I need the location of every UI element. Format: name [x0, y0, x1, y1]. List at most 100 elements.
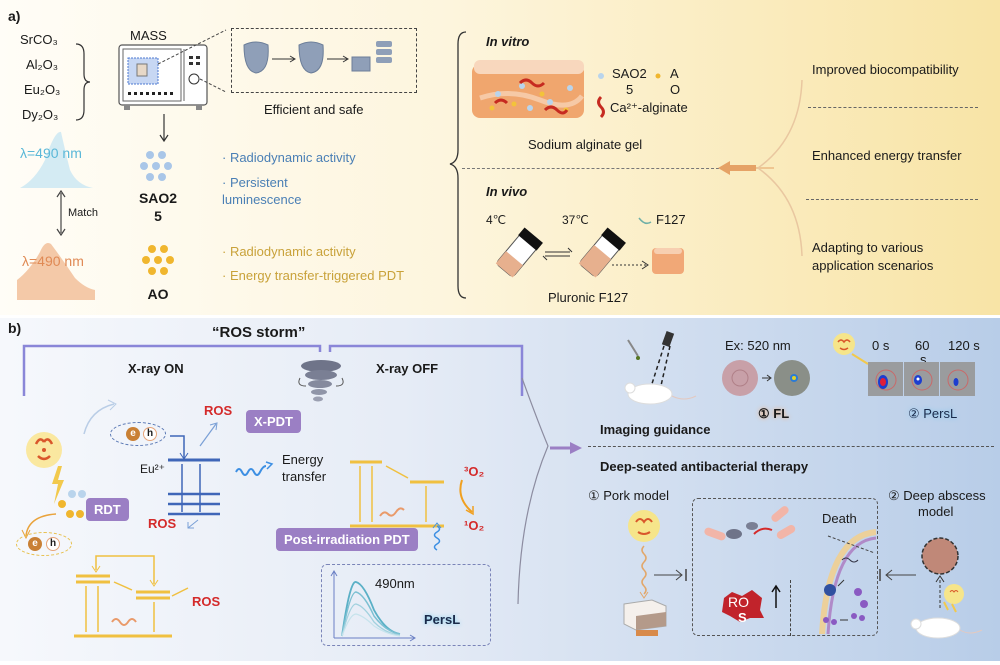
precursor-3: Eu₂O₃ — [24, 82, 61, 97]
ex-label: Ex: 520 nm — [725, 338, 791, 353]
orange-emission-peak-icon — [17, 243, 95, 300]
energy-transfer-2: transfer — [282, 469, 327, 484]
persl-source-icon — [833, 333, 855, 355]
persl-decay-curves-icon — [330, 570, 416, 642]
fl-label: ① FL — [758, 406, 790, 421]
vials-thermogel-icon — [495, 227, 626, 278]
precursor-4: Dy₂O₃ — [22, 107, 59, 122]
wavy-arrow-up-icon — [432, 522, 442, 551]
bacteria-killing-icon — [704, 506, 796, 541]
xray-on-label: X-ray ON — [128, 361, 184, 376]
ao-prop-2: · Energy transfer-triggered PDT — [222, 268, 405, 283]
triplet-o2-label: ³O₂ — [464, 464, 485, 479]
ros-label-3: ROS — [192, 594, 221, 609]
xray-off-label: X-ray OFF — [376, 361, 439, 376]
hole-icon-2: h — [46, 537, 60, 551]
temp-warm-label: 37℃ — [562, 213, 589, 227]
f127-legend-icon — [638, 217, 652, 225]
alginate-legend-icon — [597, 95, 605, 119]
ros-storm-title: “ROS storm” — [212, 324, 306, 341]
eu-label: Eu²⁺ — [140, 462, 166, 476]
blue-emission-peak-icon — [20, 131, 93, 188]
ros-label-1: ROS — [204, 403, 233, 418]
match-double-arrow-icon — [56, 189, 66, 237]
post-pdt-label: Post-irradiation PDT — [276, 528, 418, 551]
electron-icon-2: e — [28, 537, 42, 551]
sao-label-2: 5 — [154, 208, 162, 224]
match-label: Match — [68, 207, 98, 219]
xpdt-label: X-PDT — [246, 410, 301, 433]
persl-imaging-label: ② PersL — [908, 406, 958, 421]
in-vitro-title: In vitro — [486, 34, 530, 49]
dotted-arrow-icon — [612, 260, 649, 270]
hole-icon: h — [143, 427, 157, 441]
sao-legend-dot-icon — [598, 73, 604, 79]
advantage-2: Enhanced energy transfer — [812, 148, 962, 163]
imaging-therapy-divider — [588, 446, 994, 447]
ros-storm-bracket-icon — [22, 344, 524, 396]
ros-up-arrow-icon — [771, 584, 781, 608]
time-120: 120 s — [948, 338, 980, 353]
imaging-heading: Imaging guidance — [600, 422, 711, 437]
precursor-1: SrCO₃ — [20, 32, 58, 47]
dna-damage-icon — [823, 557, 868, 625]
vitro-vivo-divider — [462, 168, 724, 169]
abscess-mouse-icon — [910, 537, 983, 639]
radiation-source-icon — [26, 432, 62, 468]
tornado-icon — [298, 360, 344, 402]
panel-b-label: b) — [8, 320, 22, 336]
panel-b: b) “ROS storm” X-ray ON X-ray OFF RD — [0, 318, 1000, 661]
precursor-brace-icon — [75, 43, 91, 121]
o2-conversion-arrow-icon — [459, 479, 474, 516]
singlet-o2-label: ¹O₂ — [464, 518, 485, 533]
ros-burst-icon — [722, 590, 764, 622]
ros-burst-label-2: S — [738, 610, 747, 625]
time-60-unit: s — [920, 352, 927, 367]
eh-pair-gold — [16, 532, 72, 556]
in-vivo-caption: Pluronic F127 — [548, 290, 629, 305]
nanoparticle-cluster-icon — [58, 490, 86, 518]
abscess-inhibit-arrow-icon — [879, 569, 916, 581]
time-0: 0 s — [872, 338, 890, 353]
persl-connector-icon — [851, 353, 869, 365]
sao-nanoparticles-icon — [140, 151, 172, 181]
therapy-heading: Deep-seated antibacterial therapy — [600, 459, 809, 474]
instrument-label: MASS — [130, 28, 167, 43]
small-arrow-icon — [187, 519, 199, 529]
ros-burst-label-1: RO — [728, 594, 749, 610]
electron-icon: e — [126, 427, 140, 441]
legend-sao-1: SAO2 — [612, 66, 647, 81]
ao-prop-1: · Radiodynamic activity — [222, 244, 356, 259]
cell-membrane-icon — [819, 529, 877, 635]
crucible-process-icon — [243, 41, 392, 74]
sao-prop-3: luminescence — [222, 192, 302, 207]
advantage-1: Improved biocompatibility — [812, 62, 959, 77]
alginate-gel-icon — [472, 60, 584, 118]
time-60: 60 — [915, 338, 930, 353]
persl-peak-label: 490nm — [375, 576, 415, 591]
emission-bottom-label: λ=490 nm — [22, 253, 84, 269]
microwave-instrument-icon — [118, 29, 227, 110]
process-caption: Efficient and safe — [264, 102, 364, 117]
eu-energy-levels-icon — [168, 422, 220, 516]
ao-nanoparticles-icon — [142, 245, 174, 275]
in-vivo-title: In vivo — [486, 184, 528, 199]
ros-label-2: ROS — [148, 516, 177, 531]
curved-arrow-blue-icon — [83, 399, 117, 435]
mechanism-inner-divider — [790, 580, 791, 636]
wavy-arrow-blue-icon — [235, 461, 274, 476]
persl-energy-levels-icon — [350, 460, 444, 528]
temp-cold-label: 4℃ — [486, 213, 507, 227]
abscess-label-2: model — [918, 504, 954, 519]
energy-transfer-1: Energy — [282, 452, 324, 467]
down-arrow-icon — [159, 114, 169, 143]
mechanism-box — [692, 498, 878, 636]
death-label: Death — [822, 511, 857, 526]
persl-label: PersL — [424, 612, 461, 627]
advantage-divider-1 — [808, 107, 978, 108]
abscess-label-1: ② Deep abscess — [888, 488, 986, 503]
process-box — [231, 28, 417, 93]
legend-f127: F127 — [656, 212, 686, 227]
legend-ao-1: A — [670, 66, 679, 81]
mouse-imaging-icon — [624, 331, 697, 405]
